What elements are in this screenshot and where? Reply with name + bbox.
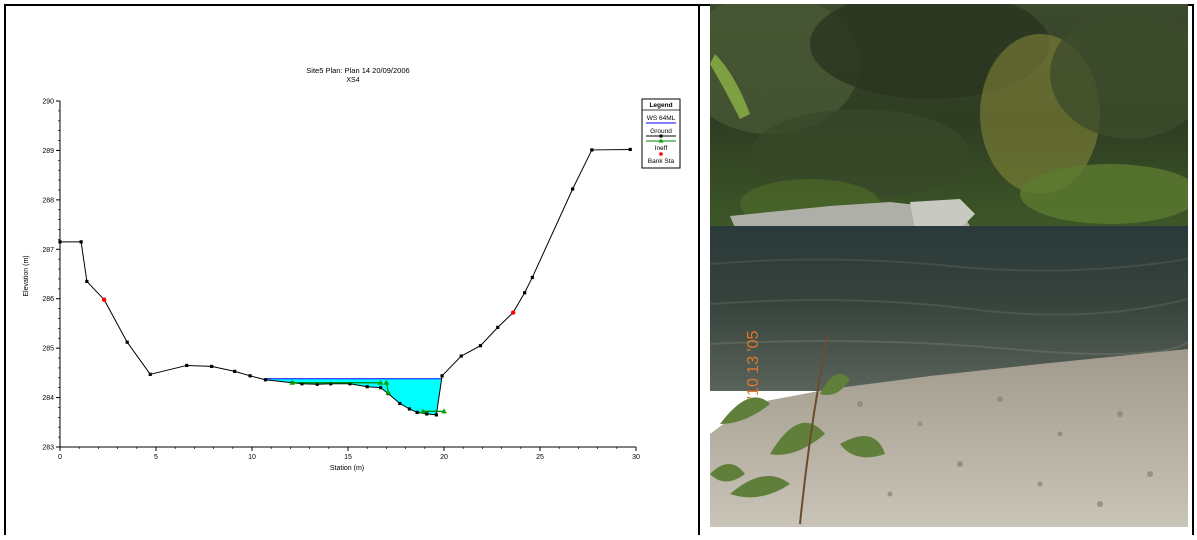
y-tick-label: 283 xyxy=(42,445,54,452)
ground-point xyxy=(459,354,463,358)
legend-entry-ws: WS 64ML xyxy=(647,115,676,122)
ground-point xyxy=(210,364,214,369)
y-tick-label: 290 xyxy=(42,99,54,106)
ground-point xyxy=(248,374,252,378)
y-tick-label: 287 xyxy=(42,247,54,254)
legend: Legend WS 64ML Ground Ineff Bank Sta xyxy=(641,98,681,169)
ground-point xyxy=(233,369,237,373)
ground-point xyxy=(85,279,89,284)
y-tick-label: 286 xyxy=(42,296,54,303)
cross-section-chart: Site5 Plan: Plan 14 20/09/2006 XS4 Eleva… xyxy=(23,66,681,472)
cross-section-chart-panel: Site5 Plan: Plan 14 20/09/2006 XS4 Eleva… xyxy=(6,6,698,535)
ws-fill xyxy=(265,375,443,415)
ground-point xyxy=(590,148,594,152)
ineff-marker xyxy=(441,408,447,414)
ground-point xyxy=(379,386,383,390)
chart-subtitle: XS4 xyxy=(346,77,359,84)
legend-entry-ineff: Ineff xyxy=(655,145,668,152)
ineff-marker xyxy=(420,408,426,414)
x-tick-label: 0 xyxy=(58,454,62,461)
x-tick-label: 15 xyxy=(344,454,352,461)
x-axis-label: Station (m) xyxy=(330,465,364,472)
ground-point xyxy=(628,147,632,152)
y-tick-label: 284 xyxy=(42,395,54,402)
legend-entry-ground: Ground xyxy=(650,128,672,135)
bank-station-point xyxy=(510,310,516,315)
river-photo: '10 13 '05 xyxy=(710,4,1188,527)
y-axis-label: Elevation (m) xyxy=(23,255,30,296)
legend-box xyxy=(641,98,681,169)
page-frame xyxy=(4,4,1194,535)
ineff-marker xyxy=(385,389,392,395)
y-tick-label: 285 xyxy=(42,346,54,353)
ground-point xyxy=(415,410,419,414)
x-tick-label: 10 xyxy=(248,454,256,461)
ineff-marker xyxy=(377,379,384,385)
ground-point xyxy=(148,372,152,376)
ground-line xyxy=(60,148,631,416)
ground-point xyxy=(58,240,62,244)
ground-point xyxy=(329,382,333,386)
x-tick-label: 20 xyxy=(440,454,448,461)
legend-swatch-ineff-marker xyxy=(658,138,664,143)
ground-point xyxy=(425,412,429,416)
ground-point xyxy=(79,240,83,244)
x-tick-label: 5 xyxy=(154,454,158,461)
ground-point xyxy=(530,275,534,280)
legend-swatch-bank-marker xyxy=(659,152,663,156)
ground-point xyxy=(263,378,268,382)
river-photo-image: '10 13 '05 xyxy=(710,4,1188,527)
ineff-marker xyxy=(383,379,390,385)
ground-point xyxy=(348,382,352,386)
ground-point xyxy=(496,325,500,329)
legend-entry-bank: Bank Sta xyxy=(648,158,675,165)
ground-point xyxy=(365,385,369,389)
ground-point xyxy=(315,382,319,386)
photo-date-stamp: '10 13 '05 xyxy=(745,331,762,399)
ground-point xyxy=(407,407,412,411)
legend-swatch-ground-marker xyxy=(659,134,663,138)
ground-point xyxy=(398,401,402,406)
y-tick-label: 289 xyxy=(42,148,54,155)
ground-point xyxy=(523,291,527,295)
ground-point xyxy=(185,363,189,368)
ineff-marker xyxy=(289,379,296,385)
ground-point xyxy=(478,344,483,348)
ground-point xyxy=(125,340,129,344)
chart-title: Site5 Plan: Plan 14 20/09/2006 xyxy=(306,66,409,75)
ground-point xyxy=(434,413,438,417)
x-tick-label: 30 xyxy=(632,454,640,461)
ground-point xyxy=(300,382,304,386)
ground-point xyxy=(571,187,575,191)
legend-title: Legend xyxy=(649,102,672,109)
panel-divider xyxy=(698,4,700,535)
bank-station-point xyxy=(101,297,107,302)
ground-point xyxy=(440,374,444,378)
x-tick-label: 25 xyxy=(536,454,544,461)
y-tick-label: 288 xyxy=(42,197,54,204)
